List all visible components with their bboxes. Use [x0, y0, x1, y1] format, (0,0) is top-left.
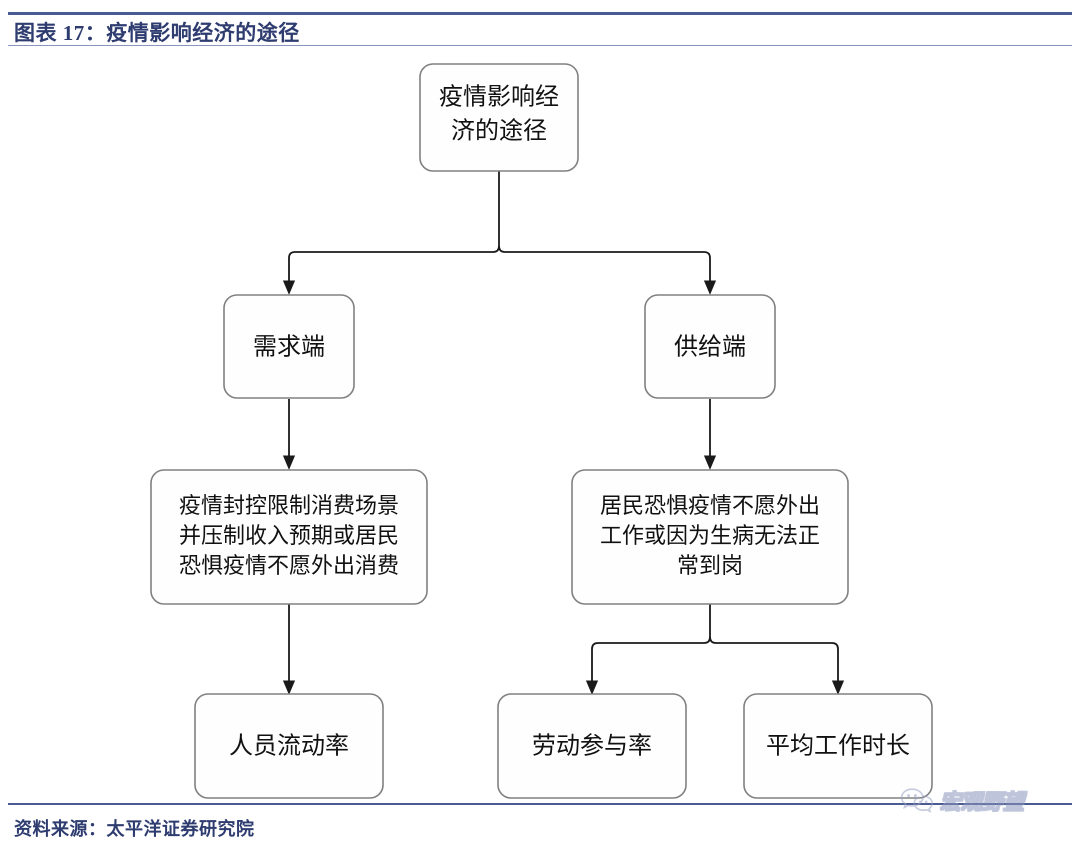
- node-supply-detail-line-2: 工作或因为生病无法正: [600, 523, 820, 548]
- source-note: 资料来源：太平洋证券研究院: [14, 819, 255, 839]
- node-supply-detail-box[interactable]: [571, 469, 849, 605]
- node-mobility-label: 人员流动率: [229, 732, 349, 759]
- node-labor-participation-label: 劳动参与率: [532, 732, 652, 759]
- node-demand-detail-box[interactable]: [150, 469, 428, 605]
- node-demand-detail-line-2: 并压制收入预期或居民: [179, 523, 399, 548]
- node-supply-detail-line-1: 居民恐惧疫情不愿外出: [600, 493, 820, 518]
- node-demand-detail-line-3: 恐惧疫情不愿外出消费: [179, 553, 399, 578]
- flowchart-svg: 疫情影响经 济的途径 需求端 供给端 疫情封控限制消费场景 并压制收入预期或居民…: [150, 63, 933, 799]
- node-supply[interactable]: 供给端: [644, 294, 776, 399]
- footer-rule: [8, 803, 1072, 805]
- edge-root-to-supply: [498, 245, 717, 295]
- node-working-hours[interactable]: 平均工作时长: [743, 693, 933, 799]
- node-demand-detail[interactable]: 疫情封控限制消费场景 并压制收入预期或居民 恐惧疫情不愿外出消费: [150, 469, 428, 605]
- node-root-box[interactable]: [419, 63, 579, 172]
- figure-footer: 资料来源：太平洋证券研究院: [0, 803, 1080, 851]
- edge-supply-detail-to-labor: [585, 636, 711, 695]
- node-root-line-2: 济的途径: [451, 117, 547, 144]
- edge-supply-detail-to-hours: [709, 636, 845, 695]
- node-mobility[interactable]: 人员流动率: [194, 693, 384, 799]
- node-demand-label: 需求端: [253, 333, 325, 360]
- node-labor-participation-box[interactable]: [497, 693, 687, 799]
- node-root-line-1: 疫情影响经: [439, 83, 559, 110]
- node-working-hours-label: 平均工作时长: [766, 732, 910, 759]
- node-mobility-box[interactable]: [194, 693, 384, 799]
- node-root[interactable]: 疫情影响经 济的途径: [419, 63, 579, 172]
- node-working-hours-box[interactable]: [743, 693, 933, 799]
- header-rule-top: [8, 12, 1072, 15]
- node-supply-box[interactable]: [644, 294, 776, 399]
- header-rule-bottom: [8, 45, 1072, 46]
- edge-root-to-demand: [282, 245, 500, 295]
- node-labor-participation[interactable]: 劳动参与率: [497, 693, 687, 799]
- node-demand-detail-line-1: 疫情封控限制消费场景: [179, 493, 399, 518]
- figure-header: 图表 17：疫情影响经济的途径: [0, 0, 1080, 48]
- page-title: 图表 17：疫情影响经济的途径: [14, 21, 300, 45]
- node-supply-detail[interactable]: 居民恐惧疫情不愿外出 工作或因为生病无法正 常到岗: [571, 469, 849, 605]
- node-demand[interactable]: 需求端: [223, 294, 355, 399]
- node-demand-box[interactable]: [223, 294, 355, 399]
- flowchart-container: 疫情影响经 济的途径 需求端 供给端 疫情封控限制消费场景 并压制收入预期或居民…: [0, 48, 1080, 803]
- node-supply-label: 供给端: [674, 333, 746, 360]
- node-supply-detail-line-3: 常到岗: [677, 553, 743, 578]
